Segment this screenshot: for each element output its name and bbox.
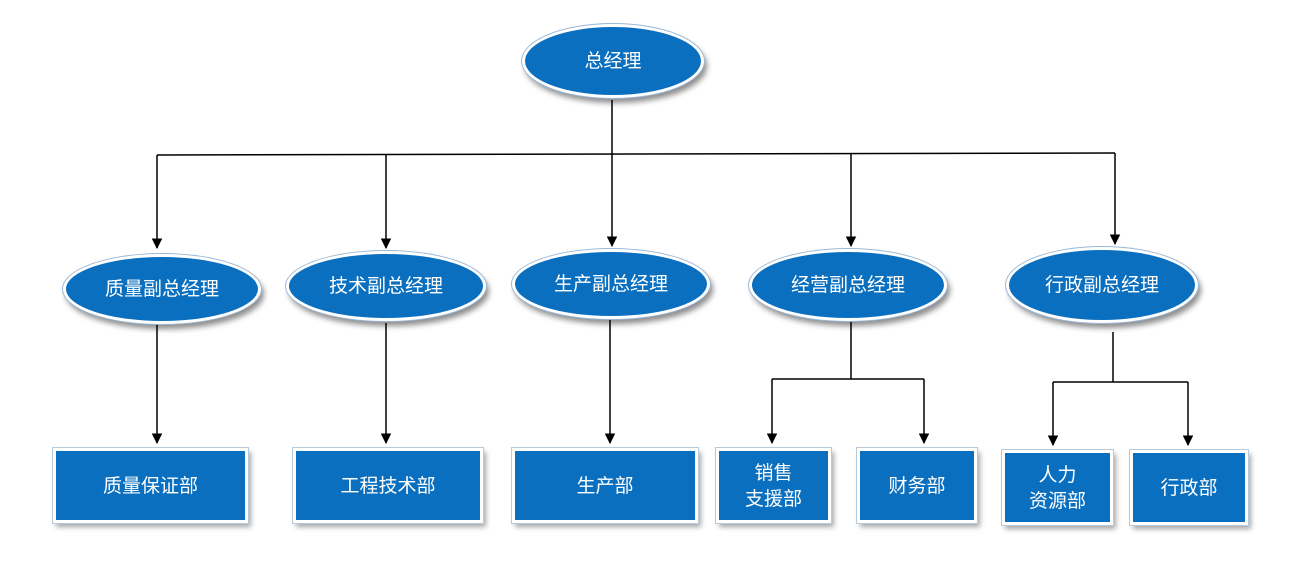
finance-dept-node: 财务部: [857, 448, 977, 523]
admin-dept-node: 行政部: [1130, 450, 1248, 525]
production-vp-node: 生产副总经理: [512, 249, 710, 319]
production-dept-node: 生产部: [512, 448, 698, 523]
quality-assurance-dept-node: 质量保证部: [53, 448, 248, 523]
general-manager-node: 总经理: [522, 24, 704, 98]
production-vp-label: 生产副总经理: [553, 273, 668, 295]
production-dept-label: 生产部: [576, 474, 634, 497]
finance-dept-label: 财务部: [888, 474, 946, 497]
general-manager-label: 总经理: [584, 50, 642, 72]
sales-support-dept-label: 销售 支援部: [744, 461, 802, 510]
quality-vp-label: 质量副总经理: [104, 278, 219, 300]
admin-vp-label: 行政副总经理: [1044, 274, 1159, 296]
business-vp-label: 经营副总经理: [790, 274, 905, 296]
business-vp-node: 经营副总经理: [749, 249, 947, 321]
admin-vp-node: 行政副总经理: [1006, 247, 1198, 323]
quality-vp-node: 质量副总经理: [63, 254, 261, 324]
engineering-dept-node: 工程技术部: [293, 448, 483, 523]
sales-support-dept-node: 销售 支援部: [716, 448, 831, 523]
admin-dept-label: 行政部: [1160, 476, 1218, 499]
engineering-dept-label: 工程技术部: [340, 474, 436, 497]
quality-assurance-dept-label: 质量保证部: [102, 474, 198, 497]
hr-dept-node: 人力 资源部: [1002, 450, 1113, 525]
hr-dept-label: 人力 资源部: [1028, 463, 1086, 512]
tech-vp-label: 技术副总经理: [328, 275, 443, 297]
tech-vp-node: 技术副总经理: [286, 251, 486, 321]
connector-bus: [156, 152, 1116, 156]
